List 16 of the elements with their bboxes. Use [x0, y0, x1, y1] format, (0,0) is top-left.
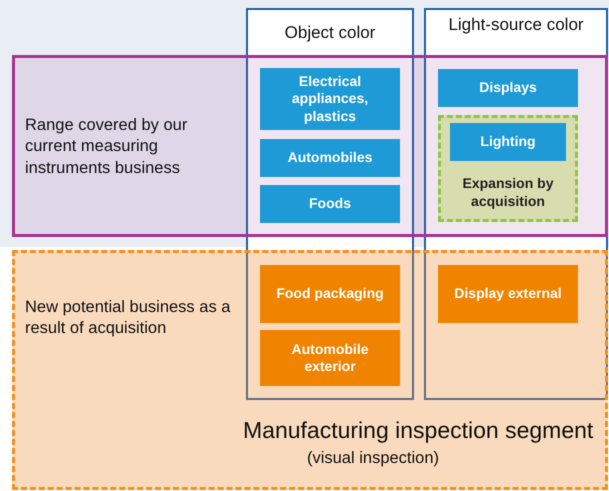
- column-heading: Object color: [284, 22, 376, 44]
- category-box: Displays: [438, 69, 578, 107]
- segment-subtitle: (visual inspection): [306, 448, 440, 469]
- category-box: Display external: [438, 265, 578, 323]
- segment-title: Manufacturing inspection segment: [243, 416, 594, 445]
- expansion-box: [438, 115, 578, 222]
- category-box: Automobiles: [260, 139, 400, 177]
- band-label: Range covered by our current measuring instruments business: [25, 115, 188, 179]
- category-box: Food packaging: [260, 265, 400, 323]
- column-heading: Light-source color: [447, 14, 585, 36]
- category-box: Automobile exterior: [260, 330, 400, 386]
- category-box: Foods: [260, 185, 400, 223]
- box-label: Expansion by acquisition: [461, 174, 555, 210]
- band-label: New potential business as a result of acquisition: [25, 297, 232, 340]
- category-box: Electrical appliances, plastics: [260, 68, 400, 130]
- category-box: Lighting: [450, 123, 566, 161]
